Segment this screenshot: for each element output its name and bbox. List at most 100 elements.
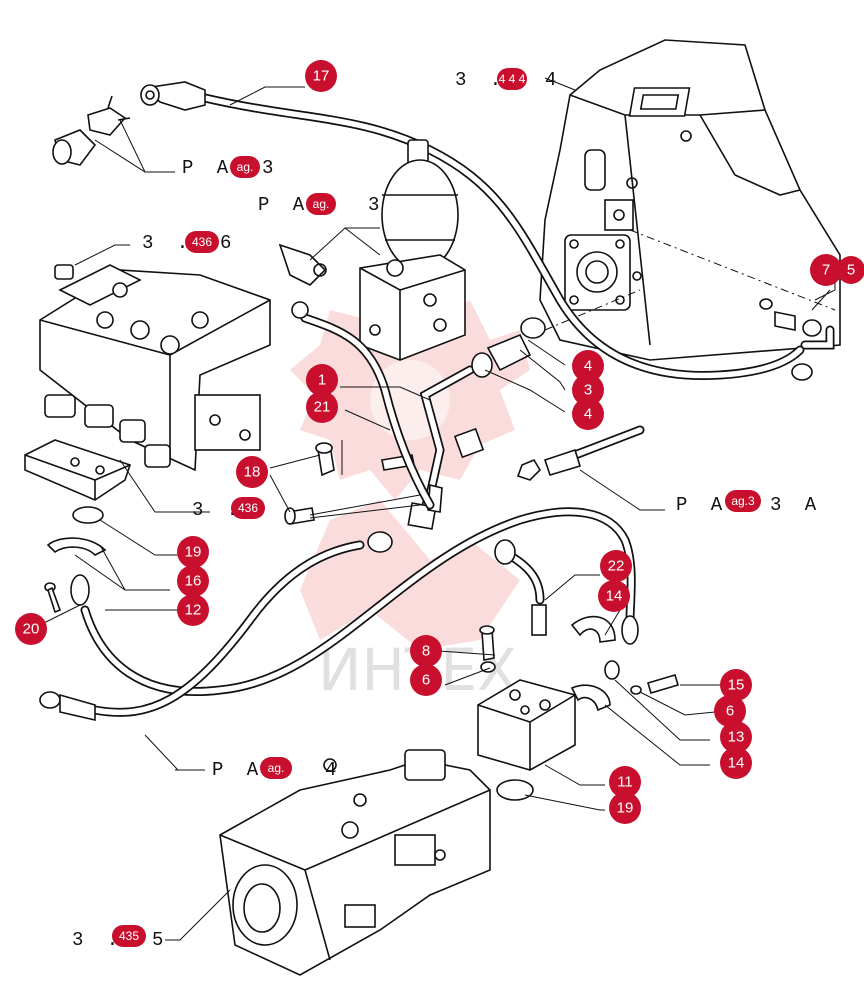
svg-text:436: 436	[238, 501, 258, 515]
svg-text:436: 436	[192, 235, 212, 249]
callout-14-upper[interactable]: 14	[598, 580, 630, 612]
callout-4-b[interactable]: 4	[572, 398, 604, 430]
callout-4-a[interactable]: 4	[572, 350, 604, 382]
svg-text:16: 16	[185, 573, 202, 590]
ref-badge-r5: ag.3	[725, 490, 761, 512]
svg-text:14: 14	[728, 755, 745, 772]
svg-text:6: 6	[422, 672, 430, 689]
callout-18[interactable]: 18	[236, 456, 268, 488]
fitting-right	[759, 298, 835, 381]
svg-text:ag.: ag.	[313, 197, 330, 211]
valve-block	[39, 264, 271, 472]
svg-text:3: 3	[368, 194, 385, 216]
svg-text:8: 8	[422, 643, 430, 660]
ref-r1: 3 . 4 4 4 4	[455, 68, 556, 91]
callout-3[interactable]: 3	[572, 374, 604, 406]
callout-5[interactable]: 5	[837, 256, 864, 284]
svg-text:4: 4	[325, 759, 342, 781]
svg-text:19: 19	[617, 800, 634, 817]
callout-13[interactable]: 13	[720, 721, 752, 753]
tee-fitting	[278, 243, 327, 286]
svg-text:4 4 4: 4 4 4	[499, 72, 526, 86]
svg-text:5: 5	[152, 929, 169, 951]
bolts-18	[284, 440, 421, 525]
callout-19-upper[interactable]: 19	[177, 536, 209, 568]
svg-text:4: 4	[584, 358, 592, 375]
callout-12[interactable]: 12	[177, 594, 209, 626]
clamps-16	[46, 537, 107, 556]
svg-text:ag.: ag.	[268, 761, 285, 775]
callout-19-lower[interactable]: 19	[609, 792, 641, 824]
callout-22[interactable]: 22	[600, 550, 632, 582]
ref-badge-r4: 436	[185, 231, 219, 253]
bolts-lower	[44, 582, 679, 694]
svg-text:3: 3	[262, 157, 279, 179]
svg-text:6: 6	[726, 703, 734, 720]
callout-8[interactable]: 8	[410, 635, 442, 667]
ref-badge-r6: 436	[231, 497, 265, 519]
axis-line-housing-2	[544, 289, 641, 331]
svg-text:19: 19	[185, 544, 202, 561]
ref-badge-r8: 435	[112, 925, 146, 947]
block-11	[477, 679, 576, 771]
oring-19-upper	[72, 506, 104, 524]
ref-r2: P A ag. 3	[182, 156, 279, 179]
leader-lines	[28, 77, 836, 941]
ref-r4: 3 . 436 6	[142, 231, 231, 254]
callout-15[interactable]: 15	[720, 669, 752, 701]
svg-text:3 .: 3 .	[142, 232, 194, 254]
callout-16[interactable]: 16	[177, 565, 209, 597]
svg-text:15: 15	[728, 677, 745, 694]
callout-14-lower[interactable]: 14	[720, 747, 752, 779]
svg-text:3 .: 3 .	[192, 499, 244, 521]
svg-text:20: 20	[23, 621, 40, 638]
oring-19-lower	[496, 779, 534, 801]
ref-r6: 3 . 436	[192, 497, 265, 521]
ref-r8: 3 . 435 5	[72, 925, 169, 951]
ref-badge-r2: ag.	[230, 156, 260, 178]
ref-r5: P A ag.3 3 A	[676, 490, 816, 516]
accumulator	[359, 139, 466, 361]
callout-6-right[interactable]: 6	[714, 695, 746, 727]
hose-21	[291, 301, 435, 510]
ref-badge-r1: 4 4 4	[497, 68, 527, 90]
svg-text:P A: P A	[676, 494, 728, 516]
svg-text:11: 11	[617, 774, 633, 791]
svg-text:17: 17	[313, 68, 330, 85]
svg-text:22: 22	[608, 558, 625, 575]
callout-21[interactable]: 21	[306, 391, 338, 423]
svg-text:3 .: 3 .	[455, 69, 507, 91]
ref-badge-r3: ag.	[306, 193, 336, 215]
svg-text:ag.: ag.	[237, 160, 254, 174]
callout-1[interactable]: 1	[306, 364, 338, 396]
svg-text:18: 18	[244, 464, 261, 481]
svg-text:5: 5	[847, 262, 855, 279]
svg-text:P A: P A	[212, 759, 264, 781]
cover-plate	[24, 439, 132, 501]
svg-text:13: 13	[728, 729, 745, 746]
hose-17	[140, 81, 805, 381]
pump	[219, 749, 491, 976]
clamps-14	[570, 615, 642, 712]
svg-text:ag.3: ag.3	[731, 494, 755, 508]
svg-text:12: 12	[185, 602, 202, 619]
svg-text:14: 14	[606, 588, 623, 605]
svg-text:1: 1	[318, 372, 326, 389]
callout-7[interactable]: 7	[810, 254, 842, 286]
ref-r3: P A ag. 3	[258, 193, 385, 216]
svg-text:4: 4	[584, 406, 592, 423]
callout-6-left[interactable]: 6	[410, 664, 442, 696]
fitting-top-left	[52, 95, 131, 166]
callout-11[interactable]: 11	[609, 766, 641, 798]
callout-17[interactable]: 17	[305, 60, 337, 92]
svg-text:7: 7	[822, 262, 830, 279]
callout-20[interactable]: 20	[15, 613, 47, 645]
hose-lower-left	[39, 540, 365, 722]
svg-text:21: 21	[314, 399, 331, 416]
housing	[539, 39, 841, 361]
axis-line-housing	[629, 229, 836, 311]
svg-text:P A: P A	[182, 157, 234, 179]
svg-text:P A: P A	[258, 194, 310, 216]
